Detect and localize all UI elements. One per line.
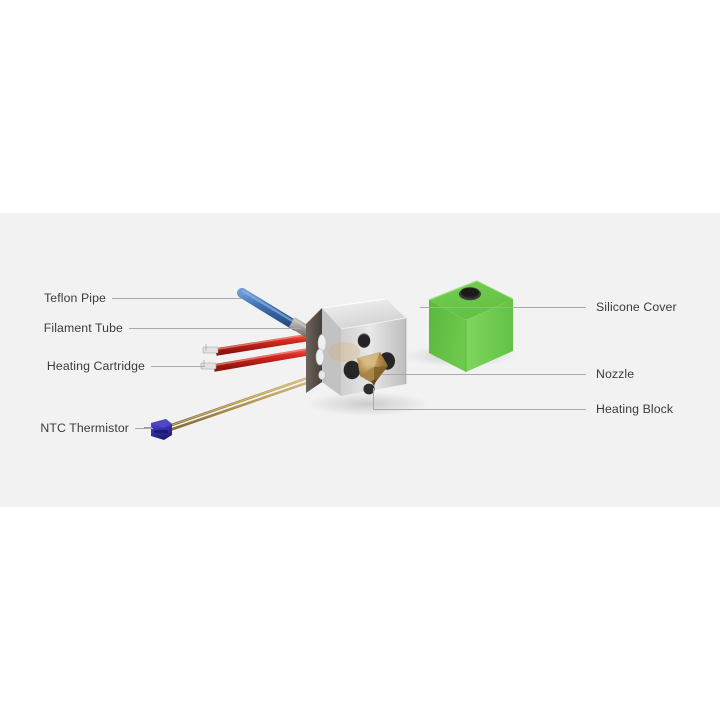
label-heating-block-text: Heating Block: [596, 402, 674, 416]
ntc-thermistor-part: [144, 371, 326, 440]
label-filament-tube: Filament Tube: [0, 322, 123, 334]
label-silicone-cover-text: Silicone Cover: [596, 300, 677, 314]
leader-silicone-cover: [420, 307, 586, 308]
label-heating-block: Heating Block: [596, 403, 673, 415]
leader-teflon-pipe: [112, 298, 242, 299]
label-heating-cartridge-text: Heating Cartridge: [46, 359, 145, 373]
leader-nozzle: [382, 374, 586, 375]
label-heating-cartridge: Heating Cartridge: [0, 360, 145, 372]
nozzle-part: [357, 352, 388, 386]
leader-heating-cartridge: [151, 366, 205, 367]
leader-filament-tube: [129, 328, 301, 329]
label-ntc-thermistor-text: NTC Thermistor: [40, 421, 129, 435]
label-filament-tube-text: Filament Tube: [43, 321, 123, 335]
leader-ntc-thermistor: [135, 428, 153, 429]
label-nozzle: Nozzle: [596, 368, 634, 380]
label-teflon-pipe: Teflon Pipe: [0, 292, 106, 304]
silicone-cover-part: [428, 280, 514, 372]
leader-heating-block-h: [373, 409, 586, 410]
heating-block-part: [306, 298, 407, 396]
label-ntc-thermistor: NTC Thermistor: [0, 422, 129, 434]
label-silicone-cover: Silicone Cover: [596, 301, 677, 313]
leader-heating-block-v: [373, 388, 374, 410]
label-nozzle-text: Nozzle: [596, 367, 635, 381]
label-teflon-pipe-text: Teflon Pipe: [44, 291, 106, 305]
teflon-pipe-part: [237, 288, 301, 331]
